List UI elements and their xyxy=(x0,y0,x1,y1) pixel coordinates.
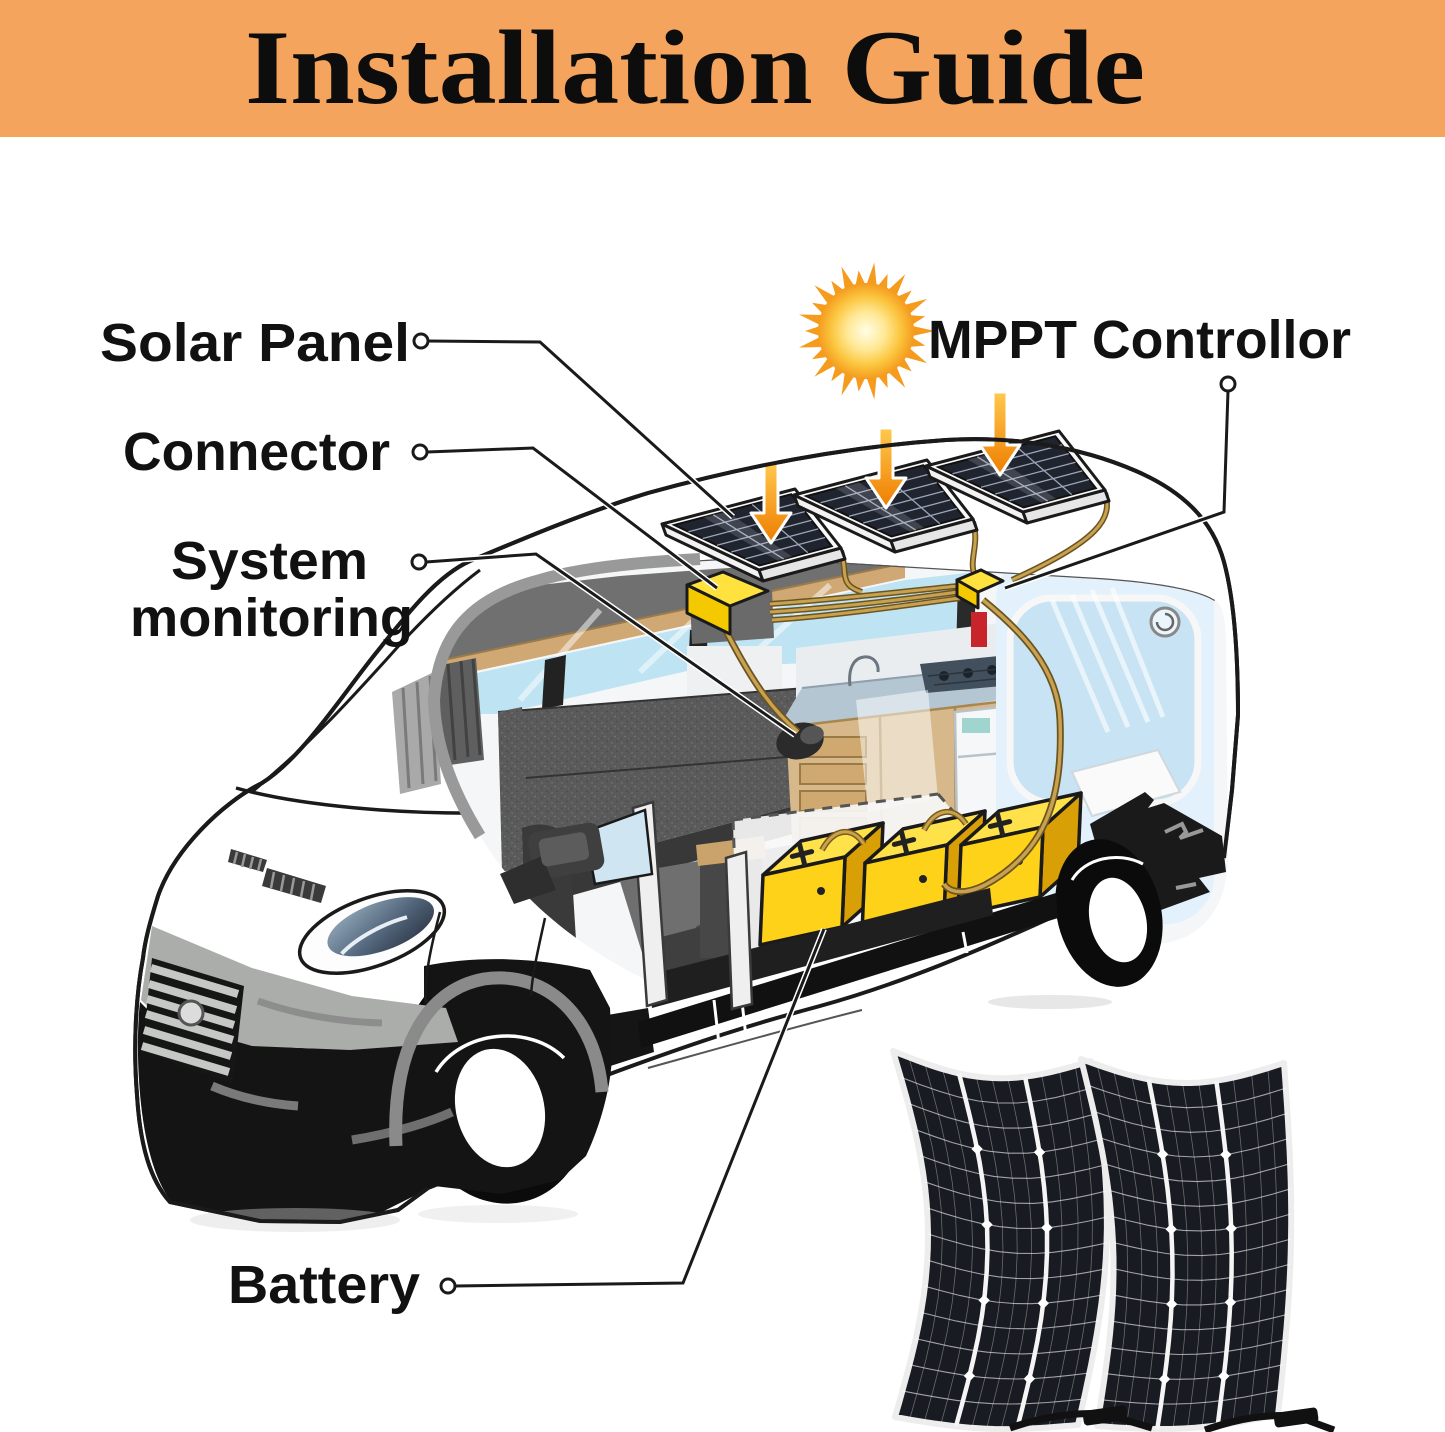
svg-text:MPPT Controllor: MPPT Controllor xyxy=(928,310,1351,370)
svg-text:Connector: Connector xyxy=(123,422,390,482)
svg-text:monitoring: monitoring xyxy=(130,588,413,648)
svg-text:Solar Panel: Solar Panel xyxy=(100,313,410,373)
svg-text:System: System xyxy=(171,531,368,591)
svg-text:Battery: Battery xyxy=(228,1255,420,1315)
svg-text:Installation Guide: Installation Guide xyxy=(245,9,1145,126)
